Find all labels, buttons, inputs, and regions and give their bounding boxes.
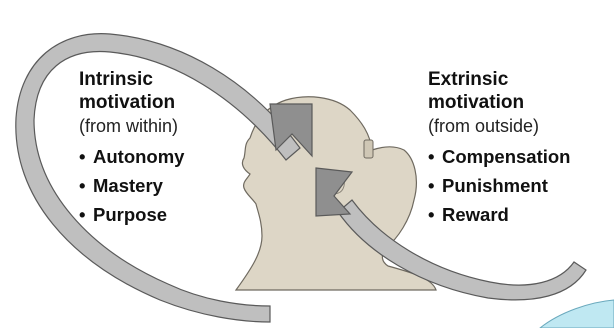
extrinsic-list: • Compensation • Punishment • Reward (428, 142, 570, 229)
extrinsic-item-label: Punishment (442, 175, 548, 196)
bullet-icon: • (428, 204, 435, 225)
intrinsic-list-item: • Autonomy (79, 142, 184, 171)
intrinsic-arrowhead-icon (269, 103, 313, 158)
intrinsic-item-label: Autonomy (93, 146, 185, 167)
intrinsic-list-item: • Purpose (79, 200, 184, 229)
intrinsic-title-line1: Intrinsic (79, 69, 153, 90)
extrinsic-item-label: Compensation (442, 146, 571, 167)
intrinsic-title-line2: motivation (79, 92, 176, 113)
extrinsic-list-item: • Reward (428, 200, 570, 229)
extrinsic-title-line1: Extrinsic (428, 69, 509, 90)
intrinsic-list-item: • Mastery (79, 171, 184, 200)
bullet-icon: • (79, 204, 86, 225)
extrinsic-list-item: • Compensation (428, 142, 570, 171)
intrinsic-motivation-block: Intrinsic motivation (from within) • Auto… (79, 68, 184, 229)
bullet-icon: • (428, 175, 435, 196)
extrinsic-loop-arrow (337, 199, 587, 301)
intrinsic-item-label: Purpose (93, 204, 168, 225)
intrinsic-subtitle: (from within) (79, 116, 179, 136)
extrinsic-title-line2: motivation (428, 92, 525, 113)
bullet-icon: • (428, 146, 435, 167)
extrinsic-subtitle: (from outside) (428, 116, 540, 136)
intrinsic-item-label: Mastery (93, 175, 163, 196)
extrinsic-arrowhead-icon (315, 167, 354, 217)
extrinsic-list-item: • Punishment (428, 171, 570, 200)
extrinsic-item-label: Reward (442, 204, 509, 225)
extrinsic-motivation-block: Extrinsic motivation (from outside) • Com… (428, 68, 570, 229)
intrinsic-list: • Autonomy • Mastery • Purpose (79, 142, 184, 229)
bullet-icon: • (79, 175, 86, 196)
intrinsic-loop-arrow (15, 33, 301, 323)
hair-band (363, 139, 374, 159)
corner-accent-shape (539, 299, 614, 328)
bullet-icon: • (79, 146, 86, 167)
